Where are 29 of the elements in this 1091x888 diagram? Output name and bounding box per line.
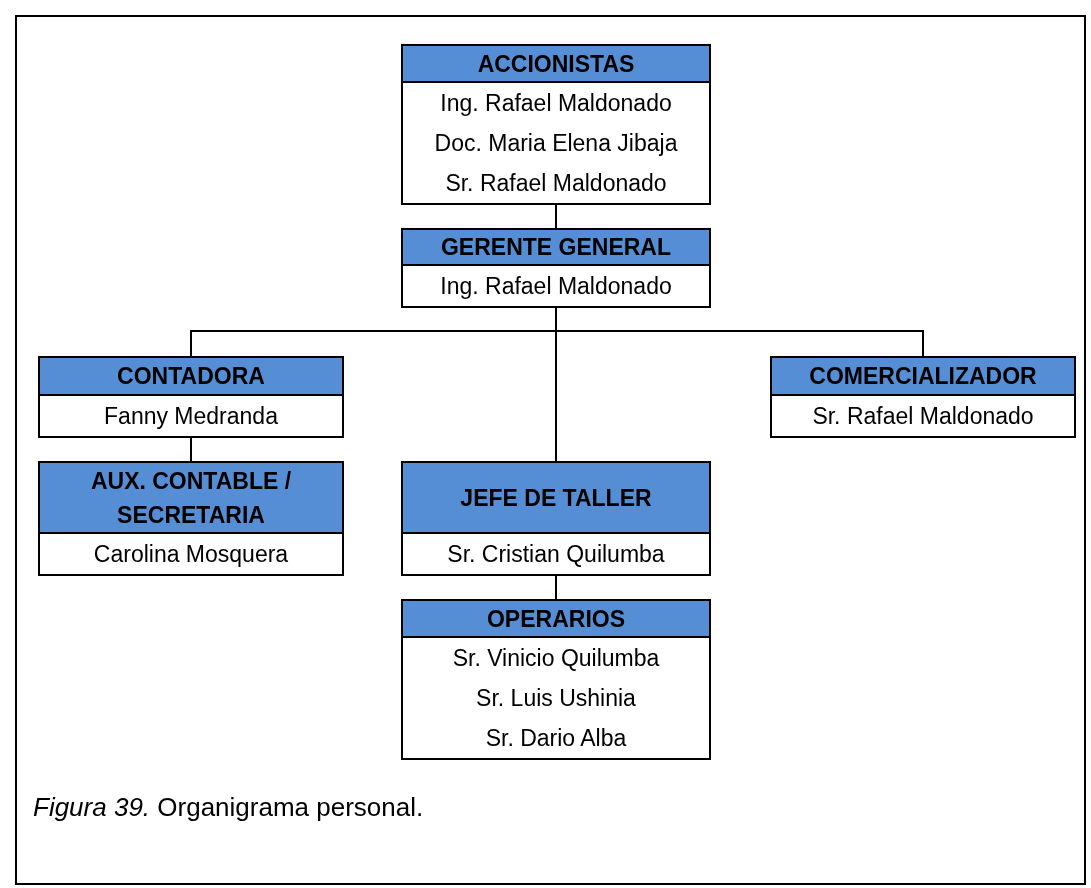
org-box bbox=[401, 44, 711, 205]
person-name: Ing. Rafael Maldonado bbox=[439, 89, 673, 118]
person-name: Sr. Dario Alba bbox=[484, 724, 628, 753]
person-name: Sr. Rafael Maldonado bbox=[811, 402, 1035, 431]
person-name: Sr. Luis Ushinia bbox=[475, 684, 637, 713]
role-header: JEFE DE TALLER bbox=[403, 463, 709, 534]
role-header: OPERARIOS bbox=[403, 601, 709, 638]
role-header: AUX. CONTABLE / SECRETARIA bbox=[40, 463, 342, 534]
person-name: Ing. Rafael Maldonado bbox=[439, 272, 673, 301]
org-box bbox=[770, 356, 1076, 438]
org-box bbox=[38, 461, 344, 576]
org-box bbox=[401, 228, 711, 308]
person-name: Doc. Maria Elena Jibaja bbox=[433, 129, 679, 158]
role-header: ACCIONISTAS bbox=[403, 46, 709, 83]
person-name: Sr. Vinicio Quilumba bbox=[451, 644, 661, 673]
role-header: CONTADORA bbox=[40, 358, 342, 396]
connector-line bbox=[190, 437, 192, 462]
org-box bbox=[38, 356, 344, 438]
person-name: Sr. Rafael Maldonado bbox=[444, 169, 668, 198]
person-name: Fanny Medranda bbox=[103, 402, 279, 431]
role-header: GERENTE GENERAL bbox=[403, 230, 709, 266]
connector-line bbox=[555, 575, 557, 600]
person-name: Sr. Cristian Quilumba bbox=[446, 540, 666, 569]
person-name: Carolina Mosquera bbox=[92, 540, 290, 569]
role-header: COMERCIALIZADOR bbox=[772, 358, 1074, 396]
connector-line bbox=[555, 204, 557, 229]
org-box bbox=[401, 461, 711, 576]
org-box bbox=[401, 599, 711, 760]
figure-caption: Figura 39. Organigrama personal. bbox=[33, 791, 425, 824]
